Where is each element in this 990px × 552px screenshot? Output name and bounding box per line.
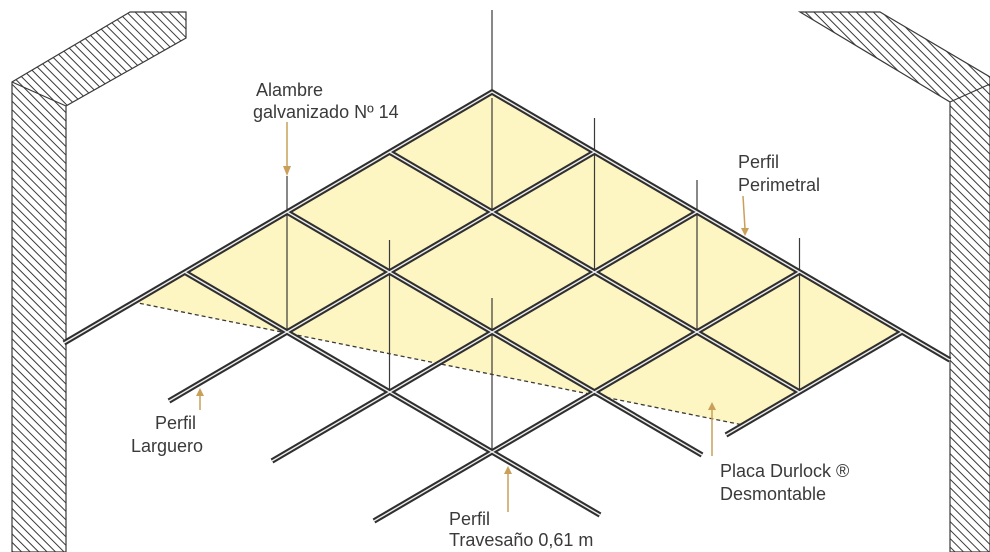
right-wall-section [797,11,990,552]
main-profile-3-core [373,271,800,522]
leader-wire-arrowhead [283,166,291,176]
label-main-profile-line2: Larguero [131,436,203,456]
label-perimeter-line2: Perimetral [738,175,820,195]
perimeter-profile-core [63,91,951,361]
callout-wire: Alambre galvanizado Nº 14 [253,80,399,176]
label-cross-profile-line1: Perfil [449,509,490,529]
leader-cross-profile-arrowhead [504,466,512,474]
callout-cross-profile: Perfil Travesaño 0,61 m [449,466,593,550]
label-panel-line1: Placa Durlock ® [720,461,849,481]
left-wall-corner-edge [11,81,67,107]
label-perimeter-line1: Perfil [738,152,779,172]
cross-profile-2-core [286,211,703,456]
ceiling-panels [133,92,902,425]
leader-perimeter-line [742,195,746,230]
profile-grid-core [63,91,951,522]
right-wall-corner-edge [949,83,990,103]
cross-profile-3-core [184,271,601,516]
leader-perimeter-arrowhead [741,228,749,236]
main-profile-4-core [725,331,903,436]
callout-panel: Placa Durlock ® Desmontable [708,402,849,504]
callout-main-profile: Perfil Larguero [131,388,204,456]
cross-profile-1-core [389,151,800,393]
label-cross-profile-line2: Travesaño 0,61 m [449,530,593,550]
main-profile-1-core [168,151,595,402]
label-wire-line1: Alambre [256,80,323,100]
label-wire-line2: galvanizado Nº 14 [253,102,399,122]
leader-main-profile-arrowhead [196,388,204,396]
callout-perimeter-profile: Perfil Perimetral [738,152,820,236]
main-profile-2-core [271,211,698,462]
label-main-profile-line1: Perfil [155,413,196,433]
right-wall [797,11,990,552]
leader-panel-arrowhead [708,402,716,410]
label-panel-line2: Desmontable [720,484,826,504]
left-wall-section [11,11,187,552]
left-wall [11,11,187,552]
